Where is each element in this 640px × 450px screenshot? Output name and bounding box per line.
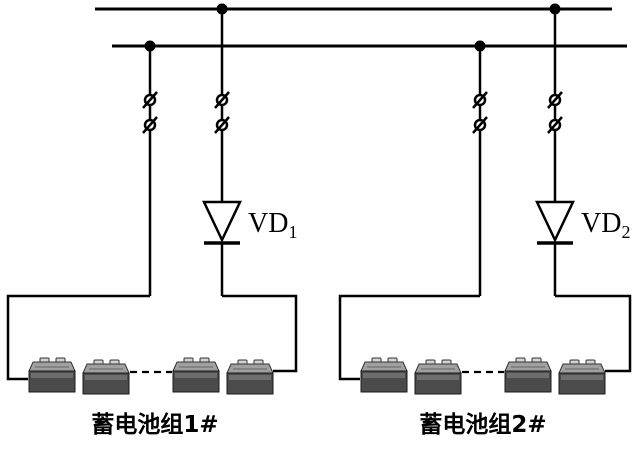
- switch-icon: [214, 91, 230, 134]
- wiring: [6, 9, 632, 381]
- battery-icon: [82, 359, 130, 395]
- junction-dots: [144, 3, 561, 52]
- diode-icon: [535, 200, 575, 245]
- switch-blade: [214, 91, 230, 109]
- bus-bars: [95, 7, 627, 48]
- battery-icon: [414, 359, 462, 395]
- battery-icon: [558, 359, 606, 395]
- branch-diode-1: [202, 9, 242, 296]
- battery-group-2: [360, 357, 606, 395]
- switch-blade: [472, 116, 488, 134]
- battery-icon: [360, 357, 408, 393]
- diode-triangle: [535, 200, 575, 243]
- battery-group-label-1: 蓄电池组1#: [91, 411, 218, 438]
- switch-blade: [547, 116, 563, 134]
- battery-group-1: [28, 357, 274, 395]
- battery-icon: [172, 357, 220, 393]
- branch-switch-1: [142, 46, 158, 296]
- battery-group-label-2: 蓄电池组2#: [419, 411, 546, 438]
- branch-switch-2: [472, 46, 488, 296]
- switch-icon: [142, 91, 158, 134]
- battery-icon: [504, 357, 552, 393]
- labels: VD1 VD2 蓄电池组1# 蓄电池组2#: [91, 208, 630, 438]
- battery-icon: [28, 357, 76, 393]
- switch-blade: [214, 116, 230, 134]
- wire-battery2-right: [555, 294, 632, 373]
- wire-battery2-left: [338, 294, 480, 381]
- diode-icon: [202, 200, 242, 245]
- switch-icon: [472, 91, 488, 134]
- switch-blade: [142, 116, 158, 134]
- wire-battery1-left: [6, 294, 150, 381]
- battery-icon: [226, 359, 274, 395]
- switch-icon: [547, 91, 563, 134]
- diode-label-2: VD2: [581, 208, 630, 242]
- diode-triangle: [202, 200, 242, 243]
- diode-label-1: VD1: [248, 208, 297, 242]
- branch-diode-2: [535, 9, 575, 296]
- switch-blade: [472, 91, 488, 109]
- switch-blade: [547, 91, 563, 109]
- switch-blade: [142, 91, 158, 109]
- wire-battery1-right: [222, 294, 298, 373]
